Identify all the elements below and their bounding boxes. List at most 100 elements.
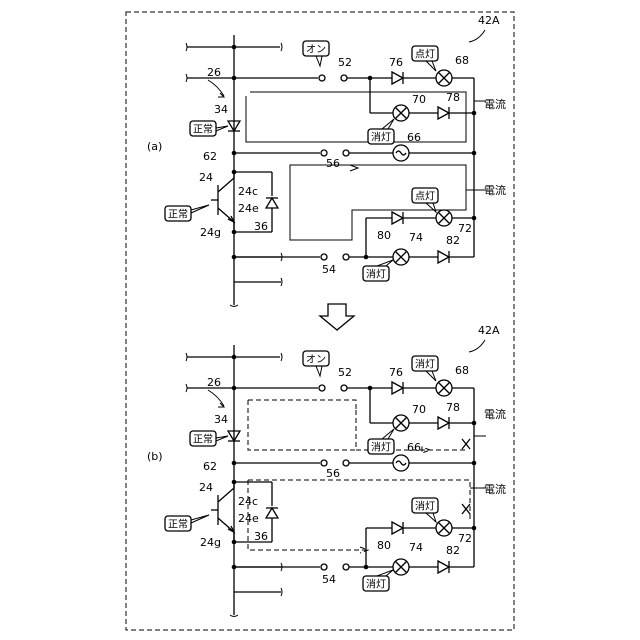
- bubble-lamp-74-pointer: [377, 570, 393, 576]
- label-76: 76: [389, 366, 403, 379]
- panel-b: (b)2634622424c24e24g36525654766870786680…: [147, 345, 506, 617]
- label-74: 74: [409, 231, 423, 244]
- label-24c: 24c: [238, 185, 258, 198]
- wire-break-tick: [230, 615, 238, 617]
- bubble-lamp-74: 消灯: [363, 260, 393, 281]
- bubble-lamp-68-pointer: [426, 371, 436, 381]
- label-24e: 24e: [238, 512, 259, 525]
- bubble-lamp-68-text: 点灯: [415, 49, 435, 61]
- bubble-normal-34: 正常: [190, 431, 228, 446]
- bubble-normal-24-text: 正常: [168, 518, 188, 531]
- bubble-on: オン: [303, 41, 329, 66]
- label-34: 34: [214, 103, 228, 116]
- bubble-normal-34-pointer: [216, 126, 228, 131]
- label-72: 72: [458, 222, 472, 235]
- transistor-24-emitter: [218, 208, 234, 222]
- switch-54-contact: [321, 254, 327, 260]
- label-54: 54: [322, 573, 336, 586]
- wire-break-tick: [281, 353, 282, 361]
- label-54: 54: [322, 263, 336, 276]
- label-34: 34: [214, 413, 228, 426]
- label-66: 66: [407, 131, 421, 144]
- diode-80: [392, 212, 403, 224]
- diode-36: [266, 508, 278, 518]
- bubble-normal-34-text: 正常: [193, 433, 213, 446]
- wire-break-tick: [186, 384, 187, 392]
- label-72: 72: [458, 532, 472, 545]
- bubble-on-pointer: [316, 56, 322, 66]
- diode-78: [438, 417, 449, 429]
- current-label-1: 電流: [484, 97, 506, 111]
- wire-break-tick: [186, 353, 187, 361]
- ac-wave: [396, 151, 406, 155]
- diode-36: [266, 198, 278, 208]
- bubble-lamp-74-text: 消灯: [366, 268, 386, 281]
- bubble-lamp-70-text: 消灯: [371, 131, 391, 144]
- bubble-lamp-72-pointer: [426, 513, 436, 522]
- wire-break-tick: [230, 305, 238, 307]
- switch-54-contact: [321, 564, 327, 570]
- wire-break-tick: [186, 74, 187, 82]
- label-26: 26: [207, 66, 221, 79]
- wire-break-tick: [281, 278, 282, 286]
- switch-54-contact: [343, 254, 349, 260]
- label-36: 36: [254, 530, 268, 543]
- diode-76: [392, 72, 403, 84]
- label-52: 52: [338, 56, 352, 69]
- label-80: 80: [377, 539, 391, 552]
- bubble-on: オン: [303, 351, 329, 376]
- label-66: 66: [407, 441, 421, 454]
- panel-tag: (b): [147, 450, 163, 463]
- bubble-on-pointer: [316, 366, 322, 376]
- label-78: 78: [446, 91, 460, 104]
- figure-ref-a: 42A: [478, 14, 500, 27]
- bubble-lamp-70-pointer: [382, 429, 394, 439]
- panel-a: (a)2634622424c24e24g36525654766870786680…: [147, 35, 506, 307]
- figure-frame: [126, 12, 514, 630]
- label-24g: 24g: [200, 536, 221, 549]
- figure-ref-a-leader: [469, 30, 485, 42]
- wire-break-tick: [281, 588, 282, 596]
- label-36: 36: [254, 220, 268, 233]
- label-52: 52: [338, 366, 352, 379]
- current-loop-1: [246, 92, 466, 142]
- label-56: 56: [326, 467, 340, 480]
- bubble-lamp-72: 消灯: [412, 498, 438, 522]
- bubble-lamp-74-text: 消灯: [366, 578, 386, 591]
- current-label-1: 電流: [484, 407, 506, 421]
- transition-arrow: [320, 304, 354, 330]
- label-24: 24: [199, 171, 213, 184]
- bubble-normal-24-text: 正常: [168, 208, 188, 221]
- bubble-on-text: オン: [306, 354, 326, 366]
- label-62: 62: [203, 150, 217, 163]
- wire-break-tick: [186, 43, 187, 51]
- bubble-lamp-70-text: 消灯: [371, 441, 391, 454]
- diode-82: [438, 561, 449, 573]
- junction-dot: [232, 540, 237, 545]
- bubble-lamp-68: 点灯: [412, 46, 438, 71]
- label-70: 70: [412, 93, 426, 106]
- label-70: 70: [412, 403, 426, 416]
- label-24g: 24g: [200, 226, 221, 239]
- wire-break-tick: [281, 43, 282, 51]
- leader-26: [208, 390, 224, 406]
- diode-82: [438, 251, 449, 263]
- junction-dot: [232, 230, 237, 235]
- bubble-lamp-68: 消灯: [412, 356, 438, 381]
- diode-80: [392, 522, 403, 534]
- label-80: 80: [377, 229, 391, 242]
- label-62: 62: [203, 460, 217, 473]
- label-26: 26: [207, 376, 221, 389]
- label-74: 74: [409, 541, 423, 554]
- switch-52-contact: [319, 385, 325, 391]
- label-82: 82: [446, 544, 460, 557]
- label-82: 82: [446, 234, 460, 247]
- bubble-on-text: オン: [306, 44, 326, 56]
- bubble-lamp-72-pointer: [426, 203, 436, 212]
- figure-ref-b-leader: [469, 340, 485, 352]
- switch-52-contact: [341, 385, 347, 391]
- current-path-1: [248, 400, 468, 450]
- bubble-normal-24: 正常: [165, 515, 209, 531]
- switch-52-contact: [341, 75, 347, 81]
- label-78: 78: [446, 401, 460, 414]
